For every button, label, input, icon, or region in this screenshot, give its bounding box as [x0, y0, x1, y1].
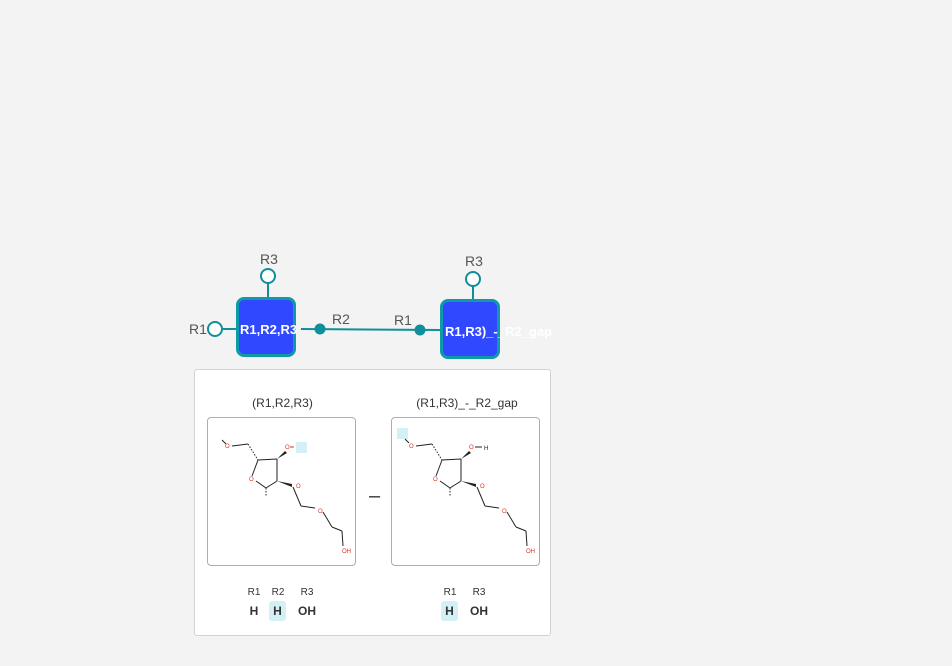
m1-r1-attachment-point[interactable] [207, 321, 223, 337]
right-rgroup-header-r3: R3 [472, 587, 486, 598]
right-atom-o5: O [502, 509, 507, 515]
left-rgroup-header-r2: R2 [271, 587, 285, 598]
right-rgroup-value-r1: H [441, 601, 458, 621]
left-rgroup-header-r3: R3 [300, 587, 314, 598]
right-rgroup-value-r3: OH [470, 604, 488, 618]
bond-r2-point[interactable] [314, 323, 326, 335]
monomer-2[interactable] [440, 299, 500, 359]
monomer-1-label: R1,R2,R3 [240, 322, 298, 337]
right-atom-o3: O [433, 477, 438, 483]
left-structure-title: (R1,R2,R3) [252, 396, 313, 410]
left-rgroup-value-r2: H [269, 601, 286, 621]
left-atom-o1: O [225, 444, 230, 450]
left-atom-o5: O [318, 509, 323, 515]
right-structure-drawing: O O O O O OH H [397, 428, 535, 555]
left-rgroup-value-r3: OH [298, 604, 316, 618]
monomer-2-label: R1,R3)_-_R2_gap [445, 324, 552, 339]
right-structure-title: (R1,R3)_-_R2_gap [416, 396, 518, 410]
left-atom-o2: O [285, 445, 290, 451]
bond-r2-label: R2 [332, 311, 350, 327]
left-atom-o4: O [296, 484, 301, 490]
left-rgroup-header-r1: R1 [247, 587, 261, 598]
right-structure-card[interactable]: O O O O O OH H [391, 417, 540, 566]
m1-r3-label: R3 [260, 251, 278, 267]
left-structure-card[interactable]: O O O O O OH [207, 417, 356, 566]
comparison-panel: (R1,R2,R3) (R1,R3)_-_R2_gap [194, 369, 551, 636]
comparison-separator: – [369, 485, 381, 507]
right-atom-o1: O [409, 444, 414, 450]
m2-r3-label: R3 [465, 253, 483, 269]
left-atom-o3: O [249, 477, 254, 483]
right-rgroup-header-r1: R1 [443, 587, 457, 598]
right-atom-o2: O [469, 445, 474, 451]
left-structure-drawing: O O O O O OH [221, 439, 351, 555]
right-atom-o4: O [480, 484, 485, 490]
m1-r1-label: R1 [189, 321, 207, 337]
bond-r1-label: R1 [394, 312, 412, 328]
m1-r3-attachment-point[interactable] [260, 268, 276, 284]
right-atom-h: H [484, 446, 488, 452]
m2-r3-attachment-point[interactable] [465, 271, 481, 287]
left-rgroup-value-r1: H [249, 604, 259, 618]
bond-r1-point[interactable] [414, 324, 426, 336]
monomer-1[interactable] [236, 297, 296, 357]
left-atom-oh: OH [342, 549, 351, 555]
right-atom-oh: OH [526, 549, 535, 555]
